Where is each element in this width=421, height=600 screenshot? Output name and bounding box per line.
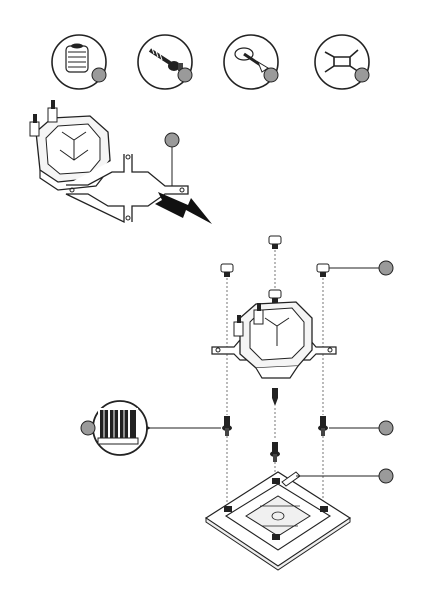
- callout-bracket: [165, 133, 179, 147]
- callouts-right: [296, 261, 393, 483]
- part-badge: [92, 68, 106, 82]
- part-push-pin: [224, 35, 278, 89]
- threaded-spacer-icon: [66, 44, 88, 73]
- part-spacer: [52, 35, 106, 89]
- thumb-screws-top: [221, 236, 329, 303]
- pump-with-bracket: [212, 302, 336, 378]
- step-attach-bracket: [30, 100, 212, 224]
- cpu-socket: [206, 472, 350, 570]
- step-mount-on-socket: [81, 236, 393, 570]
- callout-socket-bracket: [379, 469, 393, 483]
- part-badge: [264, 68, 278, 82]
- thread-detail-magnifier: [81, 401, 221, 455]
- part-screw: [138, 35, 192, 89]
- callout-thumb-screw: [379, 261, 393, 275]
- callout-detail: [81, 421, 95, 435]
- insert-direction-arrow: [155, 192, 212, 224]
- parts-legend: [52, 35, 369, 89]
- part-bracket: [315, 35, 369, 89]
- callout-standoff: [379, 421, 393, 435]
- part-badge: [355, 68, 369, 82]
- part-badge: [178, 68, 192, 82]
